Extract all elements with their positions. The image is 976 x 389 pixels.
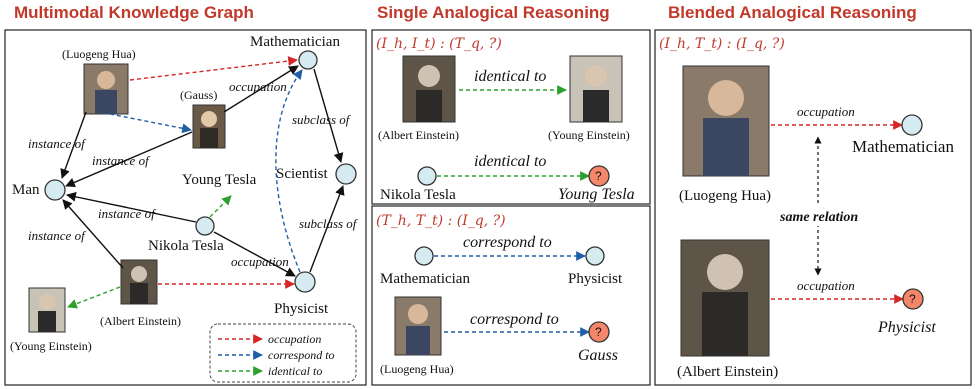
- edge-einstein-young-identical: [67, 286, 121, 309]
- edge-physicist-mathematician-correspond: [275, 69, 303, 273]
- edge-einstein-man: [62, 199, 124, 269]
- photo-luogeng-hua-blended: [682, 65, 770, 177]
- single-query-1: (I_h, I_t) : (T_q, ?): [376, 36, 502, 52]
- caption-luogeng-blended: (Luogeng Hua): [679, 188, 771, 204]
- title-single: Single Analogical Reasoning: [377, 3, 610, 22]
- node-blended-mathematician: [901, 114, 923, 136]
- photo-luogeng-hua-single: [394, 296, 442, 356]
- edge-luogeng-mathematician-occupation: [129, 56, 298, 81]
- label-single-physicist: Physicist: [568, 271, 623, 287]
- label-occupation-1: occupation: [229, 79, 287, 94]
- node-mathematician: [298, 50, 318, 70]
- label-mathematician: Mathematician: [250, 34, 340, 50]
- same-relation-bg: [776, 206, 872, 226]
- node-single-physicist: [585, 246, 605, 266]
- caption-luogeng-single: (Luogeng Hua): [380, 362, 454, 376]
- panel-single-bottom: [371, 205, 651, 386]
- photo-albert-einstein-blended: [680, 239, 770, 357]
- node-physicist: [294, 271, 316, 293]
- label-young-tesla: Young Tesla: [182, 172, 257, 188]
- edge-gauss-man: [65, 131, 193, 188]
- label-single-correspond-1: correspond to: [463, 234, 552, 251]
- node-blended-answer: [902, 288, 924, 310]
- label-single-gauss: Gauss: [578, 347, 618, 364]
- panel-single-top: [371, 29, 651, 205]
- label-instance-3: instance of: [98, 206, 157, 221]
- node-man: [44, 179, 66, 201]
- qmark-single-2: ?: [595, 325, 602, 339]
- edge-tesla-physicist: [213, 231, 296, 277]
- panel-kg: [4, 29, 367, 386]
- label-occupation-2: occupation: [231, 254, 289, 269]
- label-instance-1: instance of: [28, 136, 87, 151]
- label-instance-4: instance of: [28, 228, 87, 243]
- label-single-identical-1: identical to: [474, 68, 546, 85]
- title-blended: Blended Analogical Reasoning: [668, 3, 917, 22]
- label-man: Man: [12, 182, 40, 198]
- caption-gauss-kg: (Gauss): [180, 88, 217, 102]
- label-single-correspond-2: correspond to: [470, 311, 559, 328]
- label-nikola-tesla: Nikola Tesla: [148, 238, 224, 254]
- label-instance-2: instance of: [92, 153, 151, 168]
- label-single-nikola: Nikola Tesla: [380, 187, 456, 203]
- label-blended-physicist: Physicist: [877, 319, 936, 336]
- node-single-nikola: [417, 166, 437, 186]
- legend-correspond: correspond to: [268, 348, 335, 362]
- caption-einstein-blended: (Albert Einstein): [677, 364, 778, 380]
- node-single-answer-2: [588, 321, 610, 343]
- label-blended-occupation-2: occupation: [797, 278, 855, 293]
- legend-occupation: occupation: [268, 332, 321, 346]
- node-single-answer-1: [588, 165, 610, 187]
- node-single-mathematician: [414, 246, 434, 266]
- edge-mathematician-scientist: [313, 68, 344, 163]
- label-subclass-2: subclass of: [299, 216, 359, 231]
- caption-luogeng-kg: (Luogeng Hua): [62, 47, 136, 61]
- label-subclass-1: subclass of: [292, 112, 352, 127]
- photo-einstein-kg: [120, 259, 158, 305]
- title-kg: Multimodal Knowledge Graph: [14, 3, 254, 22]
- blended-query: (I_h, T_t) : (I_q, ?): [659, 36, 785, 52]
- edge-tesla-young-identical: [209, 195, 232, 218]
- photo-luogeng-hua-kg: [83, 63, 129, 115]
- node-nikola-tesla: [195, 216, 215, 236]
- label-blended-mathematician: Mathematician: [852, 137, 954, 156]
- legend-box: [209, 323, 357, 383]
- label-single-mathematician: Mathematician: [380, 271, 470, 287]
- edge-luogeng-gauss-correspond: [109, 113, 192, 134]
- caption-albert-single: (Albert Einstein): [378, 128, 459, 142]
- caption-young-einstein-kg: (Young Einstein): [10, 339, 92, 353]
- edge-physicist-scientist: [309, 185, 345, 273]
- label-scientist: Scientist: [276, 166, 328, 182]
- label-single-identical-2: identical to: [474, 153, 546, 170]
- label-blended-occupation-1: occupation: [797, 104, 855, 119]
- label-physicist: Physicist: [274, 301, 329, 317]
- legend-identical: identical to: [268, 364, 322, 378]
- photo-young-einstein-kg: [28, 287, 66, 333]
- qmark-blended: ?: [909, 292, 916, 306]
- panel-blended: [654, 29, 972, 386]
- label-single-young-tesla: Young Tesla: [558, 186, 635, 203]
- caption-young-single: (Young Einstein): [548, 128, 630, 142]
- node-scientist: [335, 163, 357, 185]
- photo-albert-einstein-single: [402, 55, 456, 123]
- label-same-relation: same relation: [779, 210, 858, 225]
- edge-tesla-man: [66, 192, 197, 223]
- edge-luogeng-man: [60, 111, 87, 179]
- photo-gauss-kg: [192, 104, 226, 149]
- edge-gauss-mathematician: [223, 65, 299, 113]
- caption-einstein-kg: (Albert Einstein): [100, 314, 181, 328]
- photo-young-einstein-single: [569, 55, 623, 123]
- qmark-single-1: ?: [595, 169, 602, 183]
- single-query-2: (T_h, T_t) : (I_q, ?): [376, 213, 506, 229]
